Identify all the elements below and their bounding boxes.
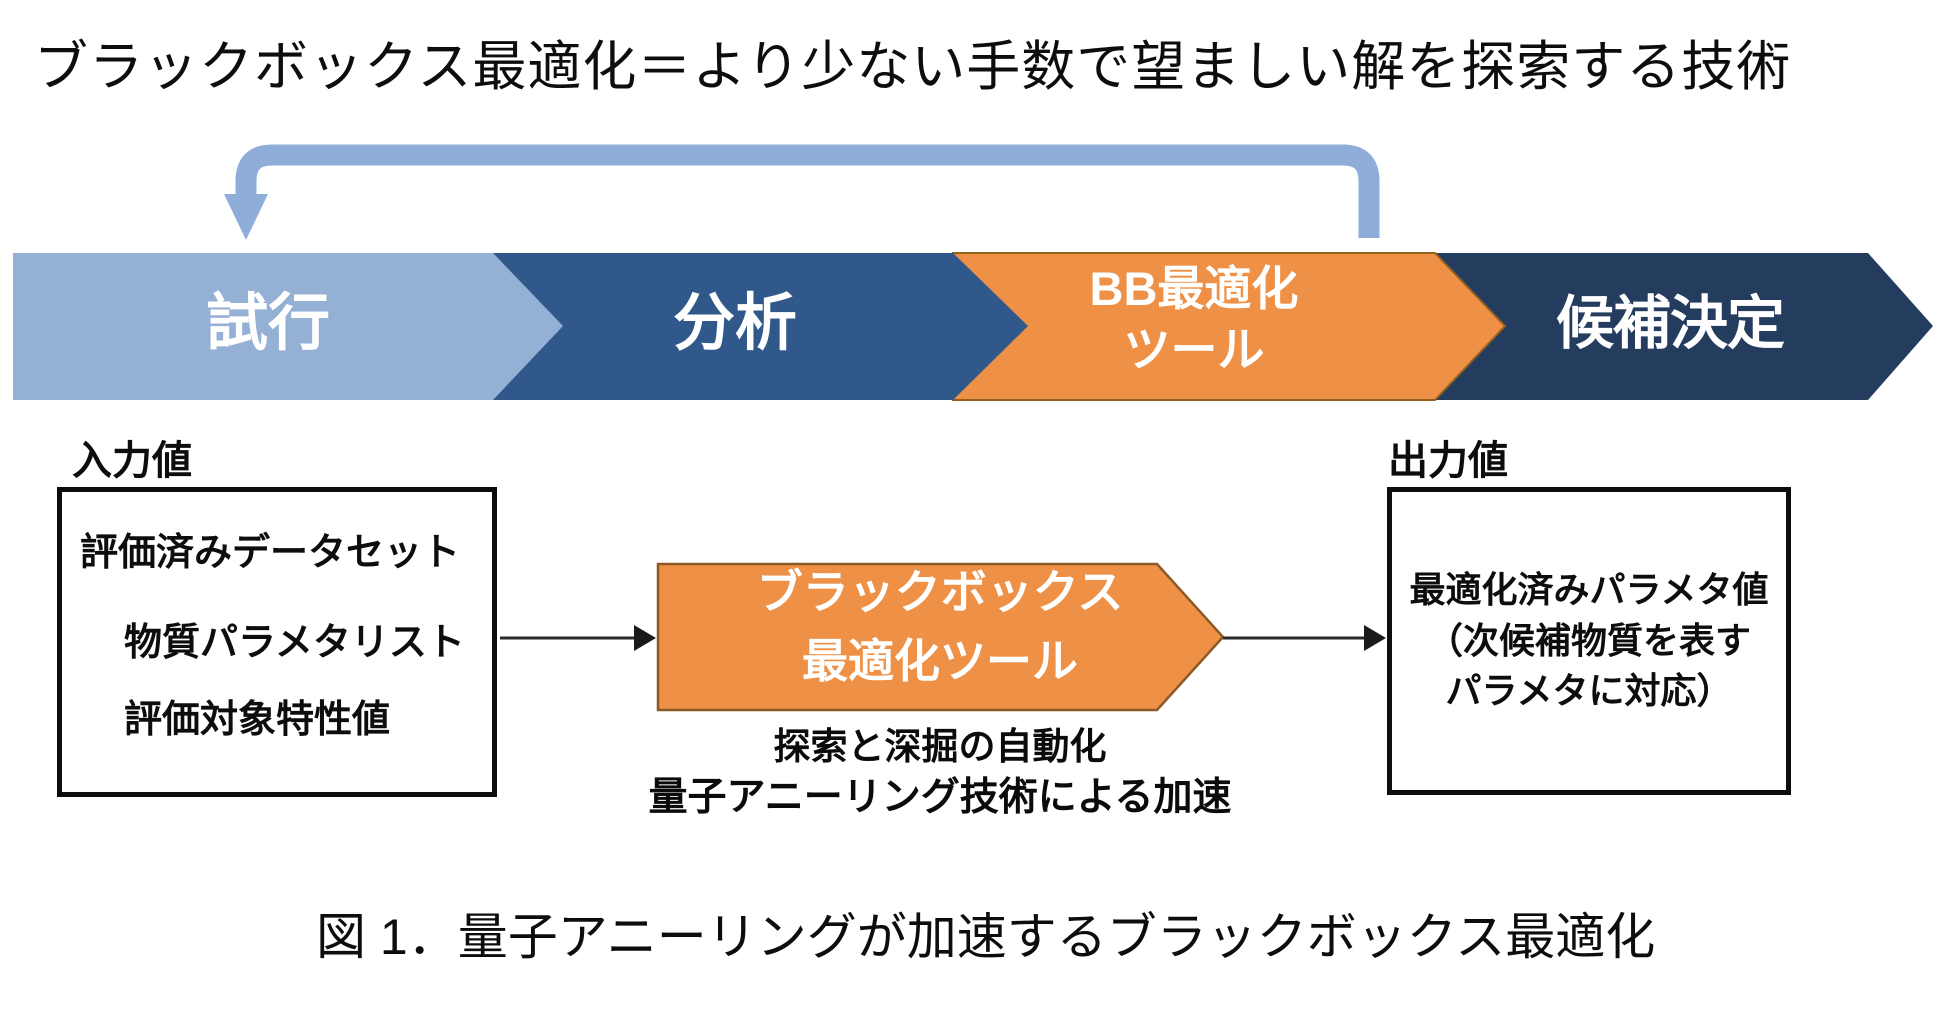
- chevron-step-analysis: [493, 253, 1028, 400]
- chevron-label-bb-tool: BB最適化 ツール: [1044, 258, 1344, 380]
- output-line2: （次候補物質を表す: [1426, 619, 1751, 661]
- input-dataset-label: 評価済みデータセット: [80, 532, 461, 574]
- tool-pentagon-label-line1: ブラックボックス: [756, 566, 1124, 618]
- figure-title: ブラックボックス最適化＝より少ない手数で望ましい解を探索する技術: [34, 37, 1792, 97]
- chevron-label-candidate-decision: 候補決定: [1555, 291, 1785, 356]
- output-line3: パラメタに対応）: [1445, 670, 1733, 712]
- tool-pentagon: [656, 562, 1225, 712]
- chevron-label-analysis: 分析: [672, 289, 797, 358]
- input-to-tool-arrow: [500, 625, 656, 651]
- tool-note-quantum-annealing: 量子アニーリング技術による加速: [648, 776, 1232, 819]
- tool-pentagon-label: ブラックボックス 最適化ツール: [690, 558, 1190, 696]
- tool-note-automation: 探索と深掘の自動化: [773, 726, 1107, 767]
- input-box: 評価済みデータセット 物質パラメタリスト 評価対象特性値: [57, 487, 497, 797]
- output-label: 出力値: [1388, 439, 1508, 483]
- input-label: 入力値: [72, 439, 192, 483]
- input-item-property-value: 評価対象特性値: [124, 699, 391, 741]
- output-box: 最適化済みパラメタ値 （次候補物質を表す パラメタに対応）: [1387, 487, 1791, 795]
- chevron-label-bb-tool-line2: ツール: [1123, 323, 1265, 376]
- feedback-arrowhead-icon: [224, 194, 268, 240]
- input-item-parameter-list: 物質パラメタリスト: [124, 622, 465, 664]
- chevron-label-trial: 試行: [205, 289, 330, 358]
- arrowhead-right-icon: [1364, 625, 1386, 651]
- feedback-loop-arrow: [224, 144, 1380, 240]
- tool-pentagon-label-line2: 最適化ツール: [802, 635, 1078, 687]
- output-line1: 最適化済みパラメタ値: [1409, 569, 1769, 611]
- output-text: 最適化済みパラメタ値 （次候補物質を表す パラメタに対応）: [1410, 565, 1769, 716]
- arrowhead-right-icon: [634, 625, 656, 651]
- chevron-label-bb-tool-line1: BB最適化: [1089, 262, 1299, 315]
- chevron-step-trial: [13, 253, 563, 400]
- feedback-loop-path: [235, 144, 1380, 238]
- figure-caption: 図 1．量子アニーリングが加速するブラックボックス最適化: [316, 909, 1656, 965]
- chevron-step-candidate-decision: [1435, 253, 1933, 400]
- tool-to-output-arrow: [1223, 625, 1386, 651]
